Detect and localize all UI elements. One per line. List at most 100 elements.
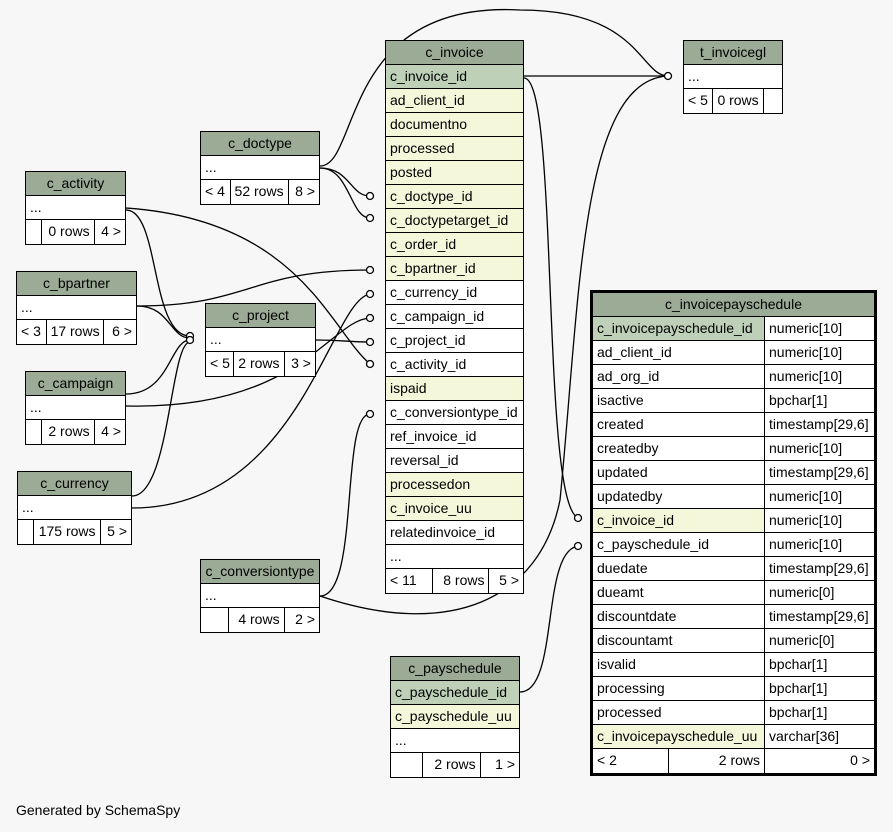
table-c-doctype[interactable]: c_doctype ... < 4 52 rows 8 >: [200, 131, 320, 205]
column-type: bpchar[1]: [765, 701, 874, 724]
footer-children: 8 >: [289, 180, 319, 204]
column: ispaid: [386, 377, 523, 400]
footer-parents: < 4: [201, 180, 231, 204]
footer-parents: [391, 753, 423, 777]
column: c_invoice_uu: [386, 497, 523, 520]
table-c-invoice[interactable]: c_invoice c_invoice_id ad_client_id docu…: [385, 40, 524, 594]
footer-parents: [18, 520, 34, 544]
column-type: bpchar[1]: [765, 653, 874, 676]
table-title: c_bpartner: [17, 272, 136, 295]
column-type: numeric[10]: [765, 341, 874, 364]
link-bpartner-project: [136, 305, 191, 339]
table-title: t_invoicegl: [684, 41, 782, 64]
footer-children: 1 >: [480, 753, 519, 777]
column-name: ad_client_id: [593, 341, 765, 364]
footer-children: 3 >: [284, 352, 315, 376]
footer-parents: < 2: [593, 749, 669, 773]
footer-rows: 2 rows: [669, 749, 765, 773]
table-c-project[interactable]: c_project ... < 5 2 rows 3 >: [205, 303, 316, 377]
column: ref_invoice_id: [386, 425, 523, 448]
footer-children: 4 >: [94, 220, 125, 244]
column-type: varchar[36]: [765, 725, 874, 748]
column-name: duedate: [593, 557, 765, 580]
column: relatedinvoice_id: [386, 521, 523, 544]
footer-rows: 175 rows: [33, 520, 101, 544]
table-title: c_currency: [18, 472, 131, 495]
footer-rows: 4 rows: [228, 608, 285, 632]
column-type: timestamp[29,6]: [765, 557, 874, 580]
column-name: c_payschedule_id: [593, 533, 765, 556]
table-c-currency[interactable]: c_currency ... 175 rows 5 >: [17, 471, 132, 545]
link-conversiontype: [319, 413, 371, 597]
column-type: numeric[10]: [765, 365, 874, 388]
table-c-payschedule[interactable]: c_payschedule c_payschedule_id c_paysche…: [390, 656, 520, 778]
column: c_conversiontype_id: [386, 401, 523, 424]
footer-children: 5 >: [100, 520, 131, 544]
column: ...: [17, 296, 136, 319]
table-title: c_payschedule: [391, 657, 519, 680]
link-doctype-1: [319, 167, 371, 197]
column-name: created: [593, 413, 765, 436]
footer-rows: 0 rows: [41, 220, 95, 244]
table-title: c_campaign: [26, 372, 125, 395]
footer-parents: < 11: [386, 569, 434, 593]
column: c_payschedule_id: [391, 681, 519, 704]
column: ...: [386, 545, 523, 568]
column-name: c_invoicepayschedule_id: [593, 317, 765, 340]
table-title: c_invoicepayschedule: [593, 293, 874, 316]
table-title: c_invoice: [386, 41, 523, 64]
column: reversal_id: [386, 449, 523, 472]
table-title: c_conversiontype: [201, 560, 319, 583]
generated-by-note: Generated by SchemaSpy: [16, 802, 181, 818]
column: c_project_id: [386, 329, 523, 352]
link-activity-project: [125, 209, 191, 337]
column-type: bpchar[1]: [765, 677, 874, 700]
table-title: c_project: [206, 304, 315, 327]
footer-children: 6 >: [103, 320, 136, 344]
column: documentno: [386, 113, 523, 136]
footer-children: 4 >: [94, 420, 125, 444]
column: c_activity_id: [386, 353, 523, 376]
column-name: processed: [593, 701, 765, 724]
column-type: numeric[10]: [765, 437, 874, 460]
table-c-invoicepayschedule[interactable]: c_invoicepayschedule c_invoicepayschedul…: [590, 290, 877, 776]
link-invoice-payschedule: [523, 77, 581, 519]
column-name: createdby: [593, 437, 765, 460]
footer-parents: < 3: [17, 320, 47, 344]
table-title: c_activity: [26, 172, 125, 195]
table-title: c_doctype: [201, 132, 319, 155]
footer-children: 2 >: [284, 608, 319, 632]
table-c-activity[interactable]: c_activity ... 0 rows 4 >: [25, 171, 126, 245]
footer-rows: 17 rows: [46, 320, 104, 344]
link-payschedule: [519, 545, 581, 693]
column-type: numeric[10]: [765, 533, 874, 556]
column-name: processing: [593, 677, 765, 700]
column-name: isactive: [593, 389, 765, 412]
column-type: timestamp[29,6]: [765, 413, 874, 436]
column: c_campaign_id: [386, 305, 523, 328]
table-c-conversiontype[interactable]: c_conversiontype ... 4 rows 2 >: [200, 559, 320, 633]
column-name: c_invoice_id: [593, 509, 765, 532]
table-c-bpartner[interactable]: c_bpartner ... < 3 17 rows 6 >: [16, 271, 137, 345]
column: c_order_id: [386, 233, 523, 256]
column: c_currency_id: [386, 281, 523, 304]
column: c_invoice_id: [386, 65, 523, 88]
column-type: timestamp[29,6]: [765, 461, 874, 484]
link-invoicegl-loop: [319, 9, 669, 167]
column: c_doctypetarget_id: [386, 209, 523, 232]
column-name: discountamt: [593, 629, 765, 652]
link-currency-project: [131, 341, 191, 497]
column-name: updated: [593, 461, 765, 484]
column-type: timestamp[29,6]: [765, 605, 874, 628]
footer-rows: 8 rows: [433, 569, 490, 593]
table-t-invoicegl[interactable]: t_invoicegl ... < 5 0 rows: [683, 40, 783, 114]
column: c_doctype_id: [386, 185, 523, 208]
column-type: numeric[10]: [765, 509, 874, 532]
column: ...: [26, 396, 125, 419]
column-name: ad_org_id: [593, 365, 765, 388]
column-type: numeric[0]: [765, 629, 874, 652]
link-project: [315, 339, 371, 343]
footer-parents: [26, 420, 42, 444]
table-c-campaign[interactable]: c_campaign ... 2 rows 4 >: [25, 371, 126, 445]
